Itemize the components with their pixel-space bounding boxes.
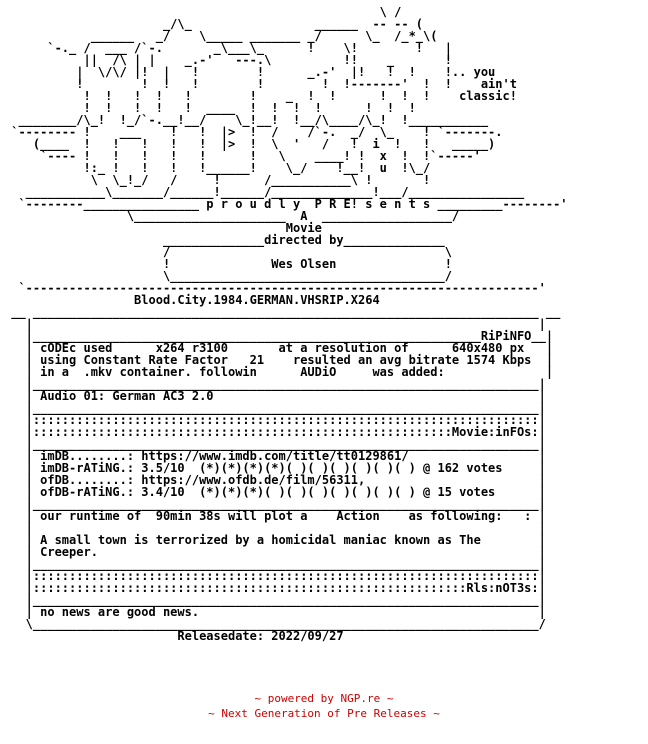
- nfo-line: `-------- ! ___ ! ! |> ! / /`-. _/ \_ ! …: [4, 125, 503, 139]
- nfo-line: |:::::::::::::::::::::::::::::::::::::::…: [4, 413, 546, 427]
- nfo-line: Blood.City.1984.GERMAN.VHSRIP.X264: [4, 293, 380, 307]
- nfo-line: \_____________________ A _______________…: [4, 209, 460, 223]
- nfo-line: | our runtime of 90min 38s will plot a A…: [4, 509, 546, 523]
- nfo-line: ! ! ! ! ! ____ ! ! ! ! ! ! !: [4, 101, 416, 115]
- nfo-line: |:::::::::::::::::::::::::::::::::::::::…: [4, 425, 546, 439]
- nfo-line: \ \_!_/ / ! /___________\ ! !: [4, 173, 431, 187]
- nfo-line: | in a .mkv container. followin AUDiO wa…: [4, 365, 554, 379]
- nfo-line: | |: [4, 317, 546, 331]
- nfo-line: |_______________________________________…: [4, 329, 554, 343]
- nfo-line: (____ ! ! ! ! ! |> ! \ ' / ! i ! ! _____…: [4, 137, 496, 151]
- nfo-line: | Audio 01: German AC3 2.0 |: [4, 389, 546, 403]
- nfo-line: ________/\_! !_/`-.__!__/ \_!__! !__/\__…: [4, 113, 489, 127]
- nfo-line: ! Wes Olsen !: [4, 257, 452, 271]
- nfo-line: | using Constant Rate Factor 21 resulted…: [4, 353, 554, 367]
- nfo-line: ______ _/ \_____ _______ _/ \_ /_*_\(: [4, 29, 438, 43]
- footer: ~ powered by NGP.re ~ ~ Next Generation …: [0, 691, 648, 721]
- nfo-line: | ofDB-rATiNG.: 3.4/10 (*)(*)(*)( )( )( …: [4, 485, 546, 499]
- nfo-line: Releasedate: 2022/09/27: [4, 629, 344, 643]
- nfo-line: | |: [4, 521, 546, 535]
- nfo-line: |:::::::::::::::::::::::::::::::::::::::…: [4, 569, 546, 583]
- nfo-line: | ofDB........: https://www.ofdb.de/film…: [4, 473, 546, 487]
- nfo-line: |_______________________________________…: [4, 557, 546, 571]
- nfo-line: \______________________________________/: [4, 269, 452, 283]
- nfo-line: |_______________________________________…: [4, 377, 546, 391]
- nfo-line: | A small town is terrorized by a homici…: [4, 533, 546, 547]
- nfo-line: |_______________________________________…: [4, 437, 546, 451]
- nfo-line: | Creeper. |: [4, 545, 546, 559]
- nfo-line: |_______________________________________…: [4, 401, 546, 415]
- footer-powered-by: ~ powered by NGP.re ~: [254, 692, 394, 705]
- nfo-line: | imDB........: https://www.imdb.com/tit…: [4, 449, 546, 463]
- nfo-line: | imDB-rATiNG.: 3.5/10 (*)(*)(*)(*)( )( …: [4, 461, 546, 475]
- nfo-line: _/\_ ______ -- -- (: [4, 17, 424, 31]
- nfo-line: ___________\_______/______!______/______…: [4, 185, 525, 199]
- nfo-line: |:::::::::::::::::::::::::::::::::::::::…: [4, 581, 546, 595]
- nfo-line: | \/\/ |! | ! ! _.-' |! ! ! !.. you: [4, 65, 496, 79]
- nfo-line: || /\ | | _.-' ---.\ !! _ !: [4, 53, 452, 67]
- nfo-line: Movie: [4, 221, 322, 235]
- nfo-line: ! ! ! ! ! ! !-------' ! ! ain't: [4, 77, 517, 91]
- nfo-line: / \: [4, 245, 452, 259]
- footer-tagline: ~ Next Generation of Pre Releases ~: [208, 707, 440, 720]
- nfo-line: \ /: [4, 5, 402, 19]
- nfo-line: \_______________________________________…: [4, 617, 546, 631]
- nfo-line: | no news are good news. |: [4, 605, 546, 619]
- nfo-line: !:_ ! ! ! !______! \_/ !__! u !\_/: [4, 161, 431, 175]
- nfo-line: ! ! ! ! ! ! _ ! ! ! ! ! classic!: [4, 89, 517, 103]
- nfo-line: | cODEc used x264 r3100 at a resolution …: [4, 341, 554, 355]
- nfo-line: `---- ! ! ! ! ! ! \ ____! ! x ! !`-----': [4, 149, 481, 163]
- nfo-text-block: \ / _/\_ ______ -- -- ( ______ _/ \_____…: [4, 5, 568, 643]
- nfo-line: `--------________________ p r o u d l y …: [4, 197, 568, 211]
- nfo-line: |_______________________________________…: [4, 593, 546, 607]
- nfo-line: __ _____________________________________…: [4, 305, 561, 319]
- nfo-line: `-._ / ___ /`-. _\___\_ ! \! ! |: [4, 41, 452, 55]
- nfo-line: `---------------------------------------…: [4, 281, 546, 295]
- nfo-line: ______________directed by______________: [4, 233, 445, 247]
- nfo-line: |_______________________________________…: [4, 497, 546, 511]
